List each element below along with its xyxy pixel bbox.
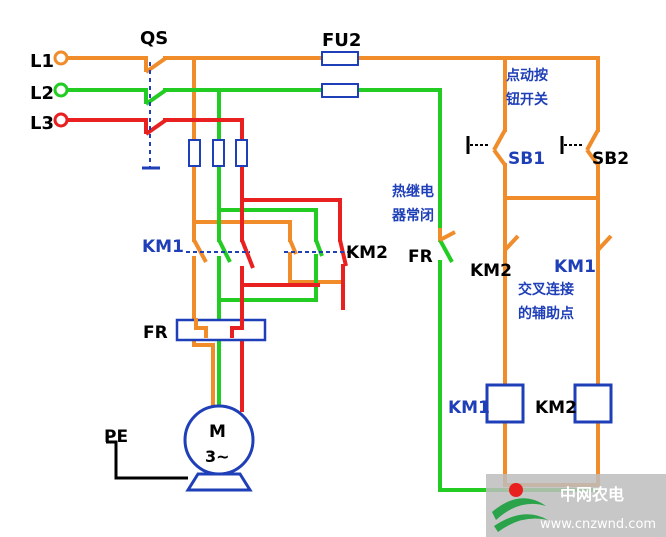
watermark-logo-icon xyxy=(492,483,548,532)
label-pe: PE xyxy=(104,427,128,447)
km1-coil xyxy=(485,383,525,424)
fuse-fu2-bottom xyxy=(321,83,359,98)
note-thermal-line2: 器常闭 xyxy=(391,207,434,224)
watermark-url: www.cnzwnd.com xyxy=(540,517,656,532)
motor xyxy=(183,404,255,492)
label-l1: L1 xyxy=(30,51,54,72)
km1-main-contacts xyxy=(186,239,255,269)
label-qs: QS xyxy=(140,28,168,49)
label-km1-coil: KM1 xyxy=(448,398,490,418)
sb2-button xyxy=(560,129,600,167)
label-l3: L3 xyxy=(30,113,54,134)
label-sb2: SB2 xyxy=(592,149,629,169)
fr-heater-2 xyxy=(230,318,244,338)
terminal-l3 xyxy=(53,112,69,128)
fr-heater-1 xyxy=(194,318,208,338)
pe-ground-wire xyxy=(106,440,188,480)
note-button-line1: 点动按 xyxy=(506,67,548,84)
label-sb1: SB1 xyxy=(508,149,545,169)
phase-l3-wires xyxy=(64,118,345,412)
qs-switch xyxy=(142,56,168,170)
watermark: 中网农电 www.cnzwnd.com xyxy=(486,474,666,537)
sb1-button xyxy=(466,129,507,167)
label-km2-coil: KM2 xyxy=(535,398,577,418)
fuse-fu2-top xyxy=(321,51,359,66)
note-thermal-line1: 热继电 xyxy=(392,183,434,200)
terminal-l1 xyxy=(53,50,69,66)
label-km2-interlock: KM2 xyxy=(470,261,512,281)
watermark-name: 中网农电 xyxy=(560,485,624,504)
terminal-l2 xyxy=(53,82,69,98)
fr-aux-contact xyxy=(438,239,454,263)
note-cross-line1: 交叉连接 xyxy=(518,281,574,298)
label-km1-main: KM1 xyxy=(142,237,184,257)
fuse-main-2 xyxy=(212,139,225,167)
label-km2-main: KM2 xyxy=(346,243,388,263)
phase-l1-wires xyxy=(64,56,600,487)
note-button-line2: 钮开关 xyxy=(505,91,548,108)
label-km1-interlock: KM1 xyxy=(554,257,596,277)
km2-interlock-contact xyxy=(503,234,520,252)
km2-main-contacts xyxy=(284,239,348,267)
label-l2: L2 xyxy=(30,83,54,104)
fuse-main-1 xyxy=(188,139,201,167)
label-motor-phase: 3~ xyxy=(205,447,230,466)
fr-thermal-element xyxy=(175,318,267,342)
label-motor-m: M xyxy=(209,422,226,442)
km1-interlock-contact xyxy=(596,234,613,252)
label-fr-main: FR xyxy=(143,323,168,343)
label-fu2: FU2 xyxy=(322,30,361,51)
label-fr-aux: FR xyxy=(408,247,433,267)
fuse-main-3 xyxy=(235,139,248,167)
note-cross-line2: 的辅助点 xyxy=(518,305,574,322)
km2-coil xyxy=(573,383,613,424)
